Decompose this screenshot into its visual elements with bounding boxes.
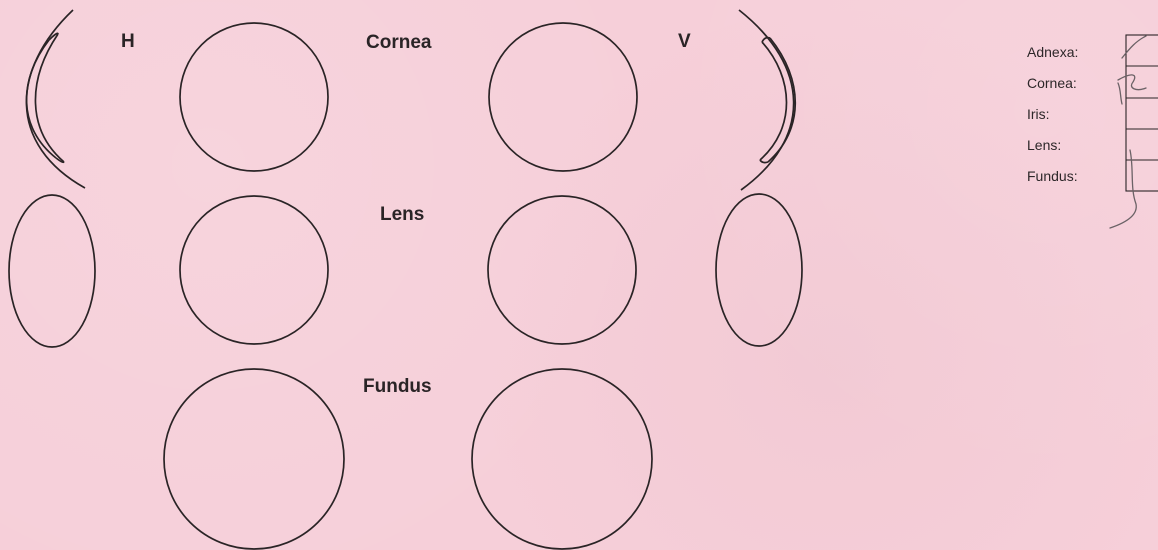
lens-section-title: Lens bbox=[380, 205, 424, 224]
right-cornea-bottom-hook bbox=[760, 160, 768, 163]
checklist-label-iris: Iris: bbox=[1027, 107, 1050, 121]
right-cornea-section-drawing bbox=[739, 10, 795, 190]
vertical-label: V bbox=[678, 32, 691, 51]
pencil-check-mark bbox=[1118, 75, 1146, 90]
left-cornea-section-drawing bbox=[26, 10, 85, 188]
right-eye-fundus-circle bbox=[164, 369, 344, 549]
checklist-label-adnexa: Adnexa: bbox=[1027, 45, 1078, 59]
checklist-grid bbox=[1126, 35, 1158, 191]
horizontal-label: H bbox=[121, 32, 135, 51]
checklist-box[interactable] bbox=[1126, 35, 1158, 191]
checklist-label-cornea: Cornea: bbox=[1027, 76, 1077, 90]
left-eye-lens-circle bbox=[488, 196, 636, 344]
left-eye-cornea-circle bbox=[489, 23, 637, 171]
right-eye-lens-circle bbox=[180, 196, 328, 344]
pencil-check-mark bbox=[1118, 83, 1122, 104]
left-eye-fundus-circle bbox=[472, 369, 652, 549]
right-eye-cornea-circle bbox=[180, 23, 328, 171]
left-cornea-inner-arc-2 bbox=[27, 40, 56, 158]
checklist-label-lens: Lens: bbox=[1027, 138, 1061, 152]
cornea-section-title: Cornea bbox=[366, 33, 431, 52]
left-lens-section-ellipse bbox=[9, 195, 95, 347]
pencil-check-mark bbox=[1110, 150, 1136, 228]
pencil-marks bbox=[1110, 36, 1146, 228]
right-lens-section-ellipse bbox=[716, 194, 802, 346]
fundus-section-title: Fundus bbox=[363, 377, 432, 396]
checklist-label-fundus: Fundus: bbox=[1027, 169, 1078, 183]
